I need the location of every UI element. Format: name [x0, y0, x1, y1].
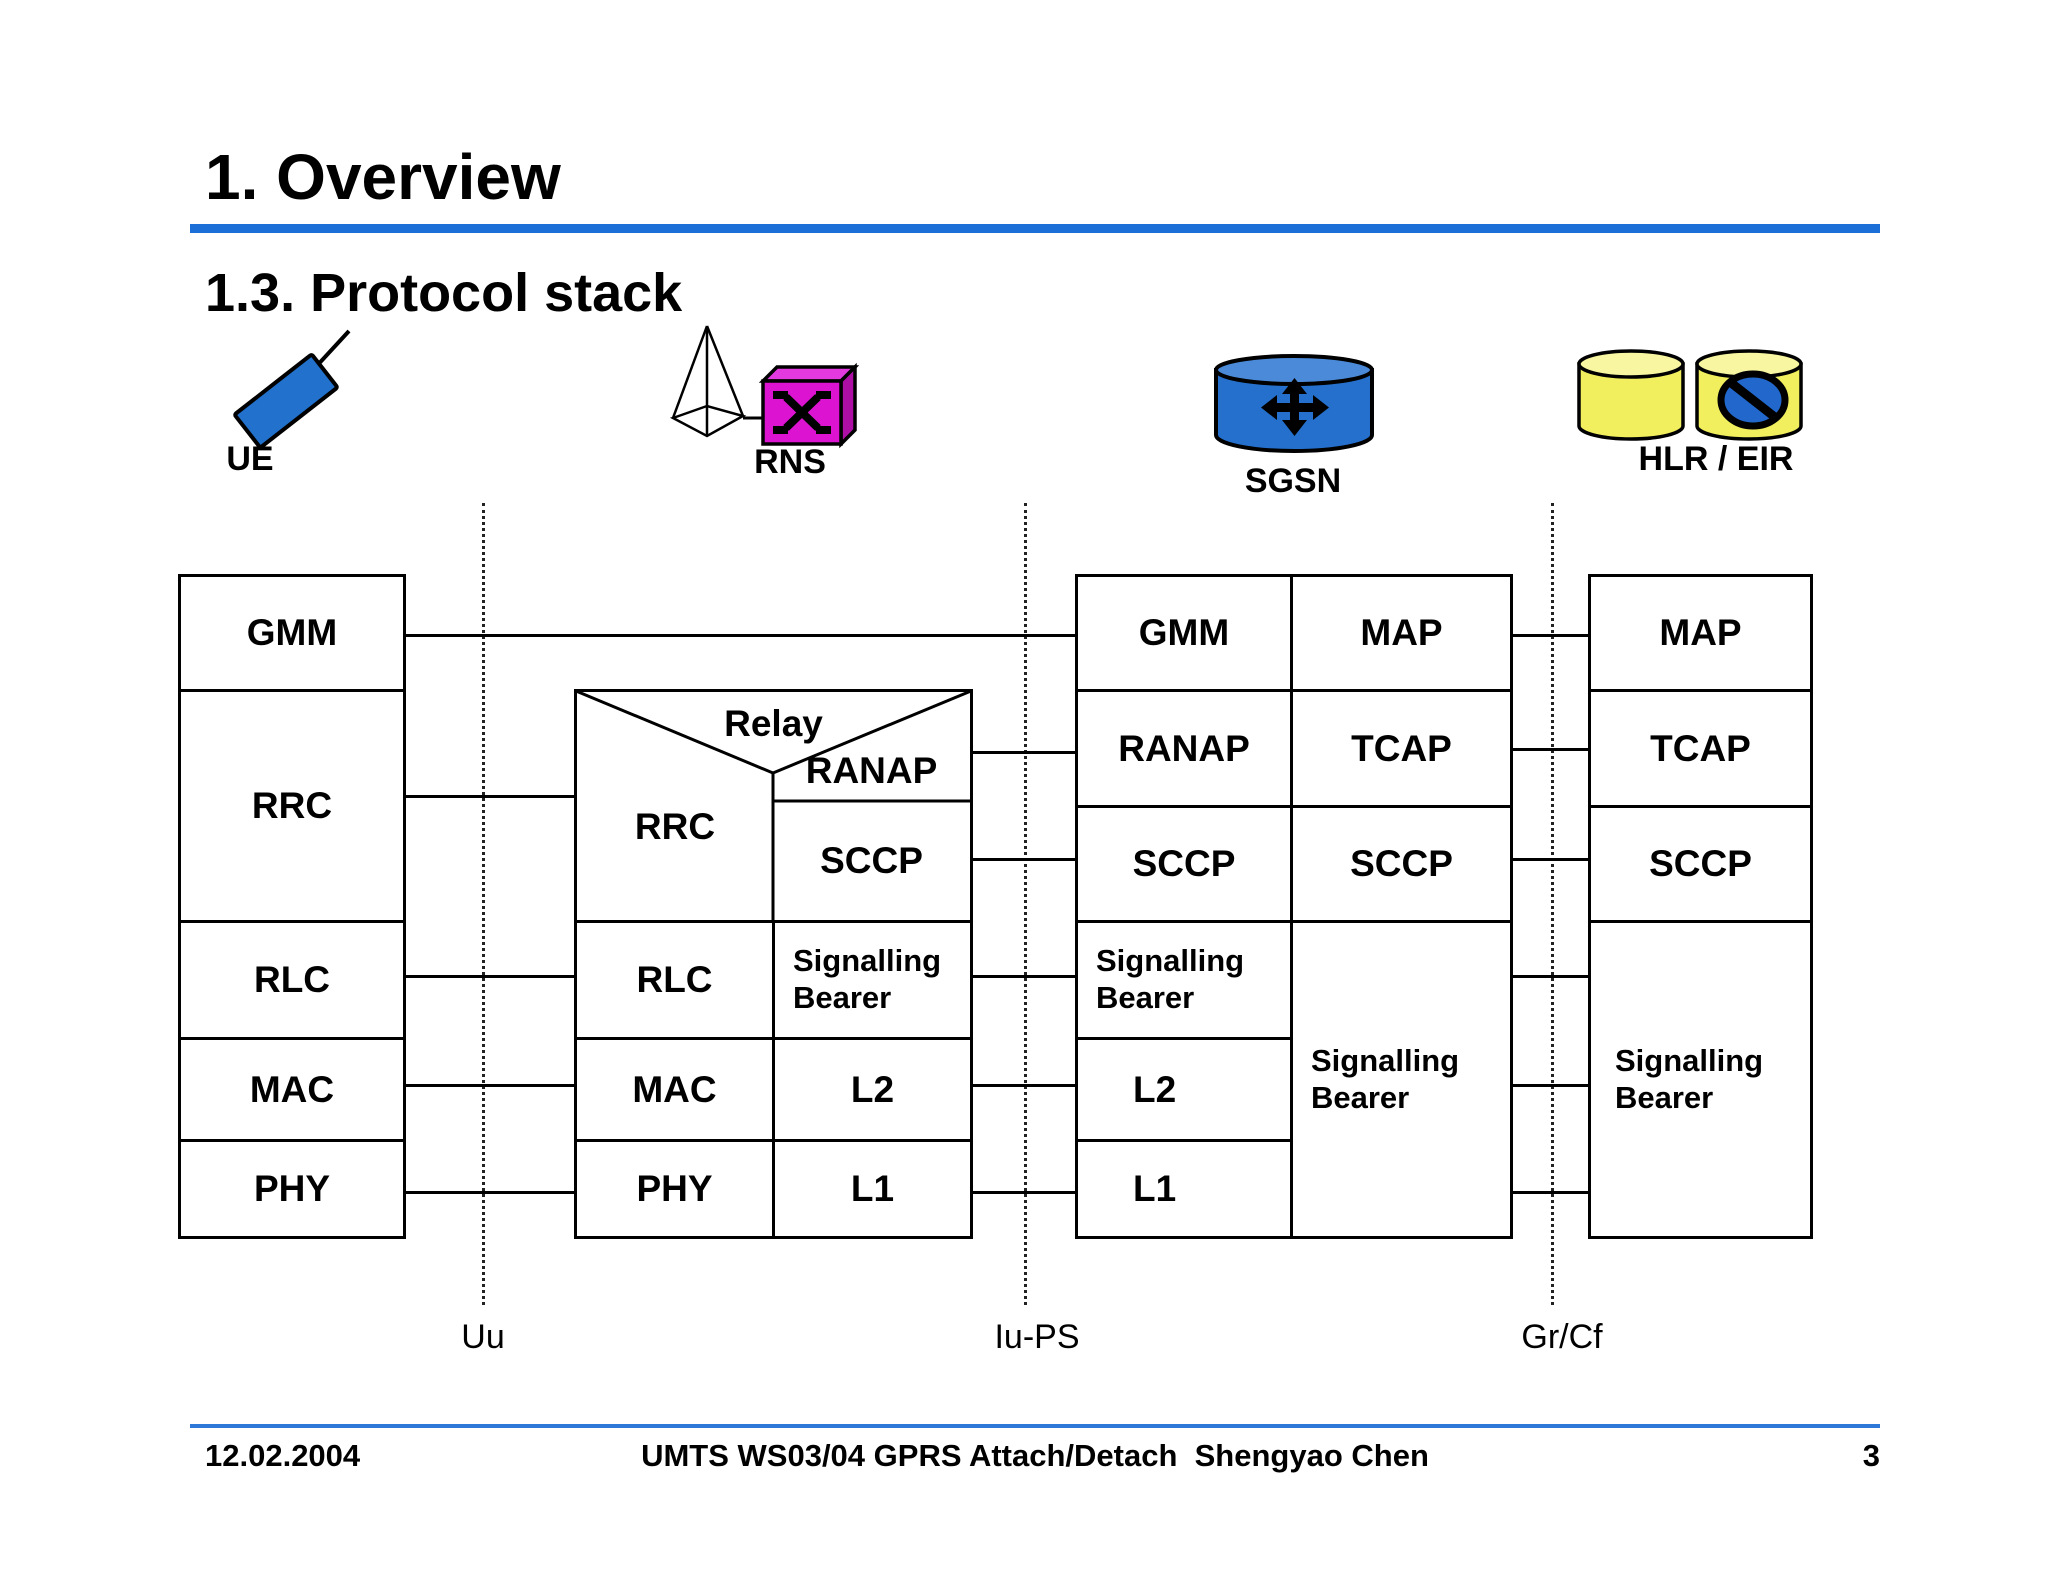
box-rns-sccp-label: SCCP	[820, 840, 923, 881]
box-sgsn-tcap-label: TCAP	[1351, 727, 1452, 769]
box-sgsn-l1-label: L1	[1133, 1168, 1177, 1209]
connector-l2-l2	[970, 1084, 1078, 1087]
box-rns-ranap-label: RANAP	[805, 750, 938, 791]
box-rns-sig-bearer: Signalling Bearer	[772, 920, 973, 1040]
box-hlr-tcap: TCAP	[1588, 689, 1813, 808]
page-title: 1. Overview	[205, 141, 561, 213]
box-ue-gmm: GMM	[178, 574, 406, 692]
footer-page-number: 3	[1862, 1438, 1880, 1473]
box-rns-phy: PHY	[574, 1139, 775, 1239]
connector-sigbearer-left	[970, 975, 1078, 978]
connector-sccp-sccp-right	[1510, 858, 1591, 861]
box-hlr-sig-bearer-label: Signalling Bearer	[1615, 1042, 1764, 1115]
interface-line-uu	[482, 503, 485, 1305]
interface-label-gr-cf: Gr/Cf	[1521, 1318, 1603, 1356]
box-ue-gmm-label: GMM	[246, 612, 338, 653]
rns-label: RNS	[754, 443, 826, 481]
interface-label-uu: Uu	[461, 1318, 505, 1356]
box-sgsn-sccp-left: SCCP	[1075, 805, 1293, 923]
box-sgsn-l2: L2	[1075, 1037, 1293, 1142]
box-rns-mac: MAC	[574, 1037, 775, 1142]
box-sgsn-l1: L1	[1075, 1139, 1293, 1239]
box-sgsn-l2-label: L2	[1133, 1068, 1177, 1110]
box-sgsn-gmm-label: GMM	[1138, 612, 1230, 653]
connector-map-map	[1510, 634, 1591, 637]
ue-label: UE	[226, 440, 274, 478]
box-rns-relay-label: Relay	[724, 703, 823, 744]
box-rns-rlc: RLC	[574, 920, 775, 1040]
box-sgsn-gmm: GMM	[1075, 574, 1293, 692]
box-hlr-sccp-label: SCCP	[1649, 843, 1752, 884]
box-rns-mac-label: MAC	[632, 1068, 717, 1110]
box-ue-rlc-label: RLC	[253, 959, 331, 1000]
box-ue-rrc: RRC	[178, 689, 406, 923]
box-sgsn-map: MAP	[1290, 574, 1513, 692]
box-hlr-sccp: SCCP	[1588, 805, 1813, 923]
box-rns-top: Relay RRC RANAP SCCP	[574, 689, 973, 923]
box-rns-l1: L1	[772, 1139, 973, 1239]
box-ue-mac: MAC	[178, 1037, 406, 1142]
connector-l1-l1	[970, 1191, 1078, 1194]
footer-divider	[190, 1424, 1880, 1428]
box-sgsn-ranap-label: RANAP	[1118, 727, 1250, 769]
connector-sigbearer-right-1	[1510, 975, 1591, 978]
box-sgsn-sccp-right-label: SCCP	[1350, 843, 1453, 884]
connector-rrc-rrc	[403, 795, 577, 798]
box-hlr-map: MAP	[1588, 574, 1813, 692]
box-ue-rlc: RLC	[178, 920, 406, 1040]
box-sgsn-tcap: TCAP	[1290, 689, 1513, 808]
connector-sigbearer-right-3	[1510, 1191, 1591, 1194]
box-ue-mac-label: MAC	[249, 1068, 335, 1110]
rns-icon	[650, 318, 865, 458]
relay-triangle-lines	[575, 689, 973, 923]
connector-phy-phy	[403, 1191, 577, 1194]
interface-line-gr-cf	[1551, 503, 1554, 1305]
box-sgsn-sccp-left-label: SCCP	[1132, 843, 1236, 884]
box-hlr-map-label: MAP	[1659, 612, 1742, 653]
box-ue-phy-label: PHY	[253, 1168, 331, 1209]
box-sgsn-ranap: RANAP	[1075, 689, 1293, 808]
box-ue-rrc-label: RRC	[251, 785, 333, 826]
box-rns-phy-label: PHY	[636, 1168, 713, 1209]
interface-line-iu-ps	[1024, 503, 1027, 1305]
connector-sigbearer-right-2	[1510, 1084, 1591, 1087]
box-rns-sig-bearer-label: Signalling Bearer	[793, 943, 942, 1015]
box-sgsn-sig-bearer-right: Signalling Bearer	[1290, 920, 1513, 1239]
connector-mac-mac	[403, 1084, 577, 1087]
connector-rlc-rlc	[403, 975, 577, 978]
box-rns-rlc-label: RLC	[636, 959, 713, 1000]
hlr-eir-icon	[1575, 342, 1845, 454]
box-sgsn-sccp-right: SCCP	[1290, 805, 1513, 923]
box-rns-l1-label: L1	[850, 1168, 895, 1209]
connector-gmm-gmm	[403, 634, 1078, 637]
box-ue-phy: PHY	[178, 1139, 406, 1239]
sgsn-icon	[1205, 340, 1385, 465]
section-title: 1.3. Protocol stack	[205, 263, 683, 323]
interface-label-iu-ps: Iu-PS	[994, 1318, 1080, 1356]
box-sgsn-sig-bearer-right-label: Signalling Bearer	[1311, 1042, 1460, 1115]
box-rns-l2: L2	[772, 1037, 973, 1142]
box-hlr-sig-bearer: Signalling Bearer	[1588, 920, 1813, 1239]
box-sgsn-sig-bearer-left: Signalling Bearer	[1075, 920, 1293, 1040]
connector-ranap-ranap	[970, 751, 1078, 754]
title-divider	[190, 224, 1880, 233]
hlr-eir-label: HLR / EIR	[1638, 440, 1794, 478]
connector-sccp-sccp-left	[970, 858, 1078, 861]
box-hlr-tcap-label: TCAP	[1650, 727, 1751, 769]
footer-title: UMTS WS03/04 GPRS Attach/Detach Shengyao…	[641, 1438, 1429, 1473]
connector-tcap-tcap	[1510, 748, 1591, 751]
box-sgsn-sig-bearer-left-label: Signalling Bearer	[1096, 943, 1245, 1015]
ue-icon	[225, 315, 385, 455]
sgsn-label: SGSN	[1244, 462, 1342, 500]
box-sgsn-map-label: MAP	[1360, 612, 1443, 653]
box-rns-l2-label: L2	[850, 1068, 895, 1110]
footer-date: 12.02.2004	[205, 1438, 361, 1473]
box-rns-rrc-label: RRC	[634, 806, 716, 847]
